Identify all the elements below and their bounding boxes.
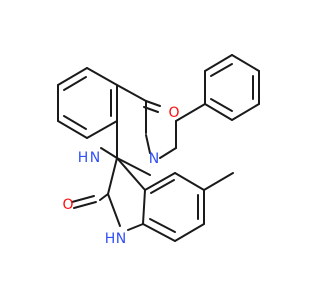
bond [100, 147, 118, 159]
molecule-structure: O N H N O H N [57, 54, 260, 247]
bond [174, 172, 205, 191]
bond [204, 103, 233, 121]
bond [107, 193, 121, 227]
bond [175, 103, 206, 122]
bond [142, 223, 176, 242]
bond [116, 157, 151, 176]
atom-nitrogen-quinazolinone: N [149, 151, 159, 167]
indole-benzene-ring [142, 172, 234, 242]
quinazoline-benzene-ring [57, 67, 118, 139]
double-bond-inner [149, 218, 176, 233]
structure-canvas: O N H N O H N [57, 54, 260, 247]
bond [231, 54, 260, 72]
bond [174, 223, 205, 242]
bond [204, 54, 233, 72]
bond [116, 84, 147, 102]
bond [99, 193, 109, 201]
atom-oxygen-top: O [168, 105, 179, 121]
carbonyl-bond [71, 195, 95, 203]
double-bond-inner [63, 115, 87, 130]
phenyl-ring [204, 54, 260, 121]
bond [57, 67, 88, 86]
bond [145, 134, 151, 154]
double-bond-inner [210, 63, 233, 77]
bond [127, 223, 144, 231]
bond [231, 103, 260, 121]
bond [86, 120, 118, 139]
phenethyl-chain [159, 103, 206, 159]
carbonyl-bond [145, 100, 161, 107]
pyrimidinone-ring [100, 84, 161, 176]
bond [57, 120, 88, 139]
bond [86, 67, 118, 86]
bond [159, 147, 177, 159]
oxindole-lactam-ring [71, 157, 146, 231]
atom-hydrogen-quinazolinone: H [78, 150, 89, 166]
double-bond-inner [150, 179, 175, 194]
bond [142, 189, 146, 225]
bond [144, 172, 176, 191]
bond [116, 157, 146, 191]
atom-hydrogen-indole: H [105, 231, 116, 247]
atom-nitrogen-quinazolinone-nh: N [90, 150, 100, 166]
double-bond-inner [63, 76, 87, 91]
double-bond-inner [210, 98, 233, 112]
methyl-bond [203, 172, 234, 191]
atom-nitrogen-indole: N [116, 231, 126, 247]
bond [107, 157, 118, 195]
atom-oxygen-left: O [62, 197, 73, 213]
carbonyl-bond-double [73, 201, 97, 209]
